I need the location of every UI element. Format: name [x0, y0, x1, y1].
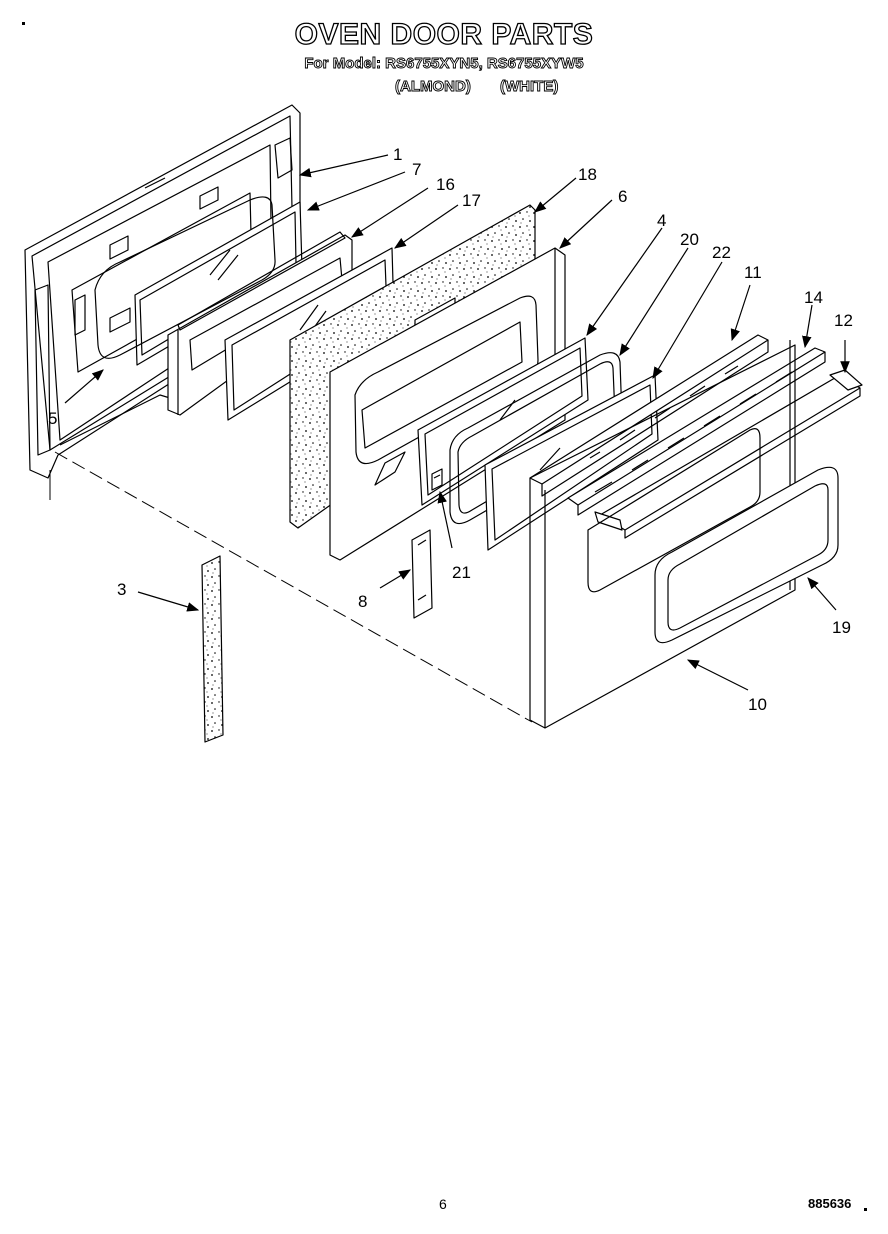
callout-22: 22 — [712, 243, 731, 262]
leader-18 — [534, 177, 577, 213]
leader-10 — [686, 659, 749, 691]
callout-7: 7 — [412, 160, 421, 179]
callout-14: 14 — [804, 288, 823, 307]
callout-17: 17 — [462, 191, 481, 210]
color-almond: (ALMOND) — [395, 78, 472, 96]
part-8-hinge-bracket — [411, 529, 433, 619]
callout-6: 6 — [618, 187, 627, 206]
leader-16 — [350, 187, 429, 238]
callout-12: 12 — [834, 311, 853, 330]
callout-4: 4 — [657, 211, 666, 230]
leader-6 — [559, 199, 613, 249]
part-21-bracket — [431, 468, 443, 491]
callout-5: 5 — [48, 409, 57, 428]
color-white: (WHITE) — [500, 78, 559, 96]
leader-1 — [298, 154, 389, 178]
callout-18: 18 — [578, 165, 597, 184]
leader-22 — [652, 261, 723, 380]
leader-20 — [619, 247, 689, 357]
leader-17 — [394, 204, 459, 249]
leader-4 — [586, 227, 663, 336]
corner-mark-bottom — [864, 1208, 867, 1211]
part-19-window-frame — [654, 466, 839, 644]
callout-10: 10 — [748, 695, 767, 714]
callout-8: 8 — [358, 592, 367, 611]
alignment-dashed-line — [54, 451, 533, 723]
leader-8 — [379, 569, 412, 589]
page-title: OVEN DOOR PARTS — [294, 17, 594, 51]
drawing-number: 885636 — [808, 1196, 852, 1211]
callout-11: 11 — [744, 263, 762, 282]
part-6-inner-panel — [329, 247, 566, 561]
leader-7 — [306, 171, 406, 211]
part-3-side-insulation — [201, 555, 224, 743]
callout-19: 19 — [832, 618, 851, 637]
callout-21: 21 — [452, 563, 471, 582]
leader-14 — [802, 304, 813, 349]
callout-3: 3 — [117, 580, 126, 599]
part-11-vent-channel — [529, 334, 769, 497]
leader-11 — [730, 284, 751, 342]
leader-19 — [807, 577, 837, 611]
part-14-vent-trim — [567, 347, 826, 516]
corner-mark-top — [22, 22, 25, 25]
part-4-glass — [417, 337, 589, 506]
callout-16: 16 — [436, 175, 455, 194]
leader-3 — [137, 591, 200, 612]
callout-20: 20 — [680, 230, 699, 249]
model-line: For Model: RS6755XYN5, RS6755XYW5 — [304, 55, 584, 73]
leader-5 — [64, 369, 104, 404]
callout-1: 1 — [393, 145, 402, 164]
part-5-door-gasket — [94, 196, 276, 359]
page-number: 6 — [439, 1196, 447, 1212]
leader-21 — [437, 490, 453, 549]
